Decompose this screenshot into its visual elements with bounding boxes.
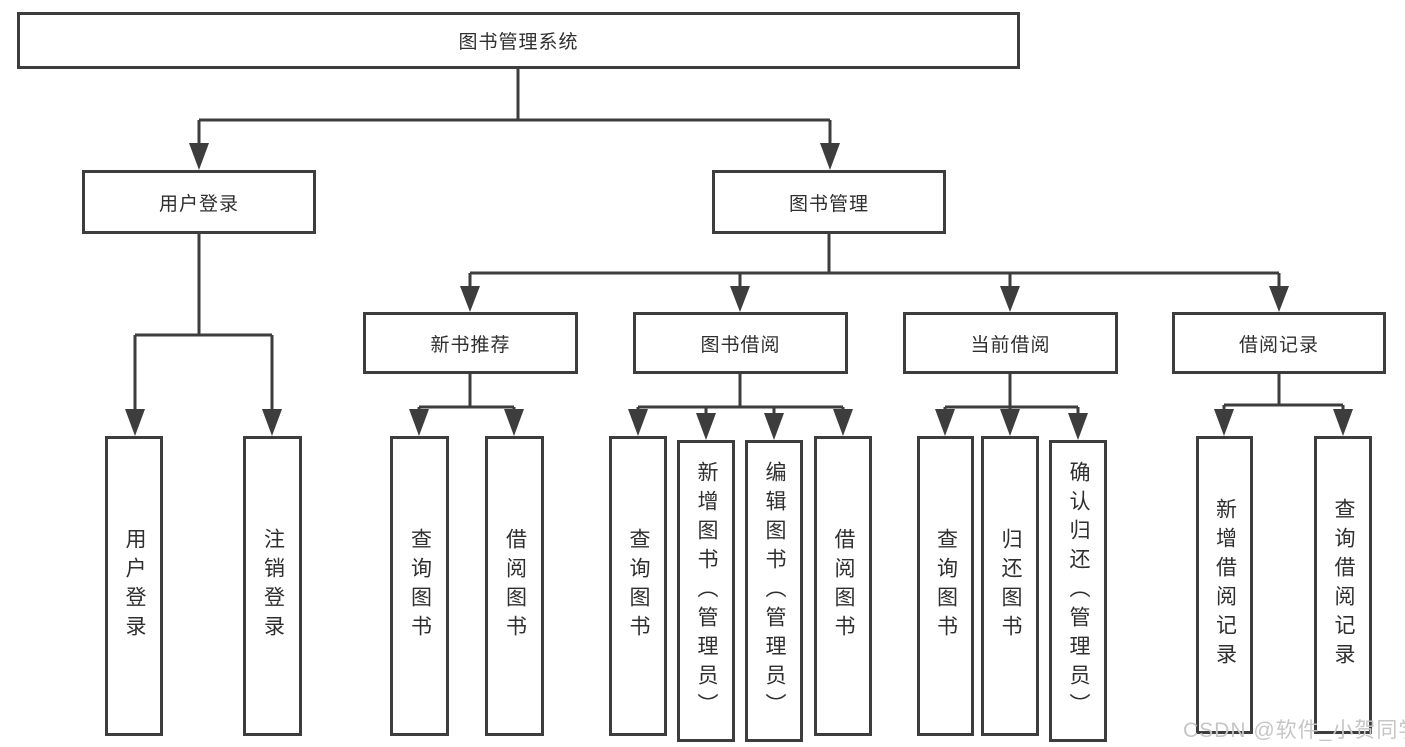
- leaf-newbook-query-label: 查询图书: [408, 528, 432, 644]
- leaf-current-confirm-admin: 确认归还（管理员）: [1049, 440, 1107, 742]
- watermark: CSDN @软件_小贺同学: [1183, 719, 1405, 742]
- connector-book-management: [460, 234, 1289, 312]
- connector-new-book: [409, 374, 524, 436]
- node-book-borrow-label: 图书借阅: [700, 334, 781, 356]
- leaf-borrow-query-label: 查询图书: [627, 528, 650, 644]
- connector-current-borrow: [935, 374, 1088, 440]
- leaf-record-add-label: 新增借阅记录: [1213, 498, 1237, 672]
- leaf-borrow-add-admin-label: 新增图书（管理员）: [695, 460, 718, 722]
- leaf-record-query-label: 查询借阅记录: [1332, 498, 1355, 672]
- node-new-book-recommend: 新书推荐: [363, 312, 578, 374]
- leaf-borrow-query: 查询图书: [609, 436, 667, 736]
- connector-user-login: [125, 234, 282, 436]
- node-current-borrow: 当前借阅: [903, 312, 1118, 374]
- connector-borrow-records: [1214, 374, 1353, 436]
- leaf-user-login-label: 用户登录: [123, 528, 146, 644]
- node-root-label: 图书管理系统: [458, 32, 579, 53]
- leaf-record-add: 新增借阅记录: [1196, 436, 1253, 734]
- node-borrow-records: 借阅记录: [1172, 312, 1386, 374]
- leaf-newbook-borrow-label: 借阅图书: [503, 528, 527, 644]
- connector-book-borrow: [628, 374, 853, 440]
- leaf-borrow-edit-admin: 编辑图书（管理员）: [745, 440, 803, 742]
- node-borrow-records-label: 借阅记录: [1238, 334, 1319, 356]
- leaf-borrow-book-label: 借阅图书: [832, 528, 855, 644]
- leaf-logout-label: 注销登录: [261, 528, 285, 644]
- leaf-current-query: 查询图书: [917, 436, 974, 736]
- leaf-current-return-label: 归还图书: [999, 528, 1022, 644]
- node-current-borrow-label: 当前借阅: [970, 334, 1051, 356]
- node-root: 图书管理系统: [17, 12, 1020, 69]
- node-book-management-label: 图书管理: [788, 193, 869, 215]
- node-user-login-label: 用户登录: [158, 193, 239, 215]
- leaf-newbook-borrow: 借阅图书: [485, 436, 544, 736]
- leaf-user-login: 用户登录: [105, 436, 163, 736]
- leaf-borrow-book: 借阅图书: [814, 436, 872, 736]
- leaf-borrow-edit-admin-label: 编辑图书（管理员）: [763, 460, 786, 722]
- leaf-current-query-label: 查询图书: [934, 528, 958, 644]
- leaf-current-return: 归还图书: [981, 436, 1039, 736]
- leaf-logout: 注销登录: [243, 436, 302, 736]
- node-user-login: 用户登录: [82, 170, 316, 234]
- node-book-borrow: 图书借阅: [633, 312, 848, 374]
- leaf-record-query: 查询借阅记录: [1314, 436, 1372, 734]
- connector-root: [189, 69, 840, 170]
- node-new-book-recommend-label: 新书推荐: [430, 334, 511, 356]
- node-book-management: 图书管理: [712, 170, 946, 234]
- leaf-current-confirm-admin-label: 确认归还（管理员）: [1067, 460, 1090, 722]
- leaf-borrow-add-admin: 新增图书（管理员）: [677, 440, 735, 742]
- leaf-newbook-query: 查询图书: [390, 436, 449, 736]
